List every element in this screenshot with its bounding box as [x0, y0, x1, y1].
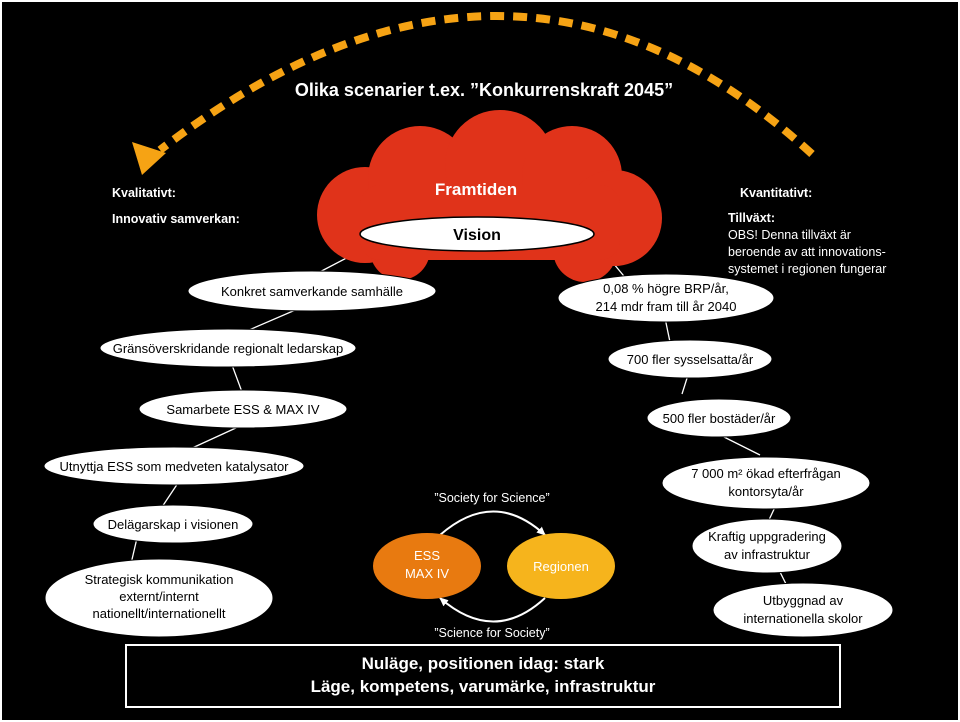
right-step-4-line2: kontorsyta/år	[728, 484, 804, 499]
cycle-arrow-top	[439, 510, 546, 536]
left-step-6: Strategisk kommunikation externt/internt…	[44, 558, 274, 638]
right-step-5: Kraftig uppgradering av infrastruktur	[691, 518, 843, 574]
right-step-4-line1: 7 000 m² ökad efterfrågan	[691, 466, 841, 481]
left-step-3: Samarbete ESS & MAX IV	[138, 389, 348, 429]
right-step-1-line1: 0,08 % högre BRP/år,	[603, 281, 729, 296]
cycle-top-label: ”Society for Science”	[434, 491, 549, 505]
right-note-line2: beroende av att innovations-	[728, 245, 886, 259]
right-step-3-text: 500 fler bostäder/år	[663, 411, 776, 426]
right-step-6: Utbyggnad av internationella skolor	[712, 582, 894, 638]
current-state-box	[125, 644, 841, 708]
region-node-text: Regionen	[533, 559, 589, 574]
ess-max-node	[373, 533, 481, 599]
right-note-line1: OBS! Denna tillväxt är	[728, 228, 851, 242]
scenario-title: Olika scenarier t.ex. ”Konkurrenskraft 2…	[295, 80, 673, 100]
future-title: Framtiden	[435, 180, 517, 199]
left-step-1-text: Konkret samverkande samhälle	[221, 284, 403, 299]
right-step-3: 500 fler bostäder/år	[646, 398, 792, 438]
current-state-line1: Nuläge, positionen idag: stark	[362, 654, 605, 673]
left-step-6-line3: nationellt/internationellt	[93, 606, 226, 621]
left-header: Kvalitativt: Innovativ samverkan:	[112, 186, 240, 226]
right-step-1-line2: 214 mdr fram till år 2040	[596, 299, 737, 314]
right-step-6-line1: Utbyggnad av	[763, 593, 844, 608]
right-steps: 0,08 % högre BRP/år, 214 mdr fram till å…	[557, 273, 894, 638]
left-step-2: Gränsöverskridande regionalt ledarskap	[99, 328, 357, 368]
right-header-line2: Tillväxt:	[728, 211, 775, 225]
science-cycle: ”Society for Science” ”Science for Socie…	[373, 491, 615, 640]
current-state-line2: Läge, kompetens, varumärke, infrastruktu…	[311, 677, 656, 696]
right-step-4: 7 000 m² ökad efterfrågan kontorsyta/år	[661, 456, 871, 510]
vision-oval	[359, 216, 595, 252]
left-header-line1: Kvalitativt:	[112, 186, 176, 200]
cycle-arrow-bottom	[439, 597, 546, 623]
right-step-1: 0,08 % högre BRP/år, 214 mdr fram till å…	[557, 273, 775, 323]
ess-node-line2: MAX IV	[405, 566, 449, 581]
ess-node-line1: ESS	[414, 548, 440, 563]
left-step-6-line1: Strategisk kommunikation	[85, 572, 234, 587]
right-header: Kvantitativt: Tillväxt: OBS! Denna tillv…	[728, 186, 886, 276]
left-step-6-line2: externt/internt	[119, 589, 199, 604]
scenario-arc	[157, 12, 815, 157]
left-step-5: Delägarskap i visionen	[92, 504, 254, 544]
right-step-5-line2: av infrastruktur	[724, 547, 811, 562]
right-header-line1: Kvantitativt:	[740, 186, 812, 200]
left-step-1: Konkret samverkande samhälle	[187, 270, 437, 312]
right-step-2-text: 700 fler sysselsatta/år	[627, 352, 754, 367]
right-step-6-line2: internationella skolor	[743, 611, 863, 626]
left-header-line2: Innovativ samverkan:	[112, 212, 240, 226]
left-step-3-text: Samarbete ESS & MAX IV	[166, 402, 320, 417]
left-step-2-text: Gränsöverskridande regionalt ledarskap	[113, 341, 344, 356]
left-step-4: Utnyttja ESS som medveten katalysator	[43, 446, 305, 486]
scenario-arc-arrowhead	[132, 142, 166, 175]
right-step-5-line1: Kraftig uppgradering	[708, 529, 826, 544]
region-node	[507, 533, 615, 599]
right-note-line3: systemet i regionen fungerar	[728, 262, 886, 276]
cycle-bottom-label: ”Science for Society”	[434, 626, 549, 640]
left-step-5-text: Delägarskap i visionen	[108, 517, 239, 532]
left-steps: Konkret samverkande samhälle Gränsöversk…	[43, 270, 437, 638]
vision-label: Vision	[453, 227, 501, 244]
left-step-4-text: Utnyttja ESS som medveten katalysator	[59, 459, 289, 474]
right-step-2: 700 fler sysselsatta/år	[607, 339, 773, 379]
